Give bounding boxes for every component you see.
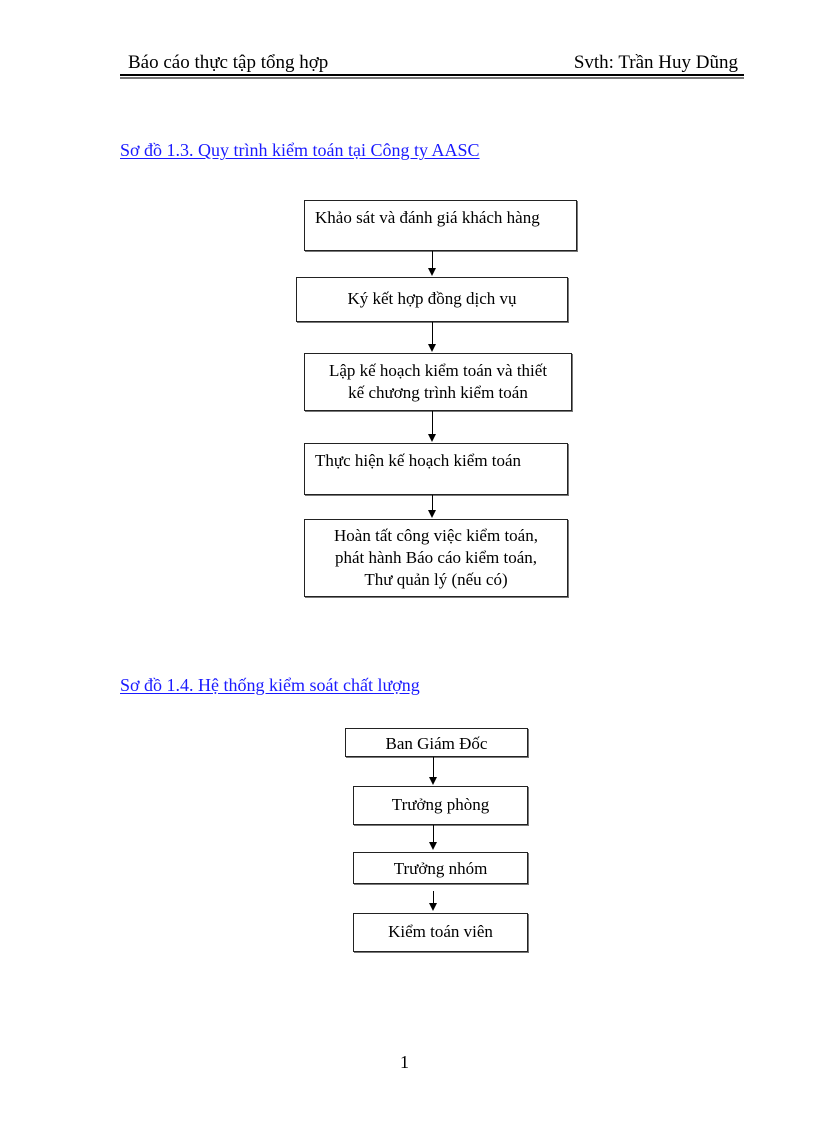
arrow-down-icon	[428, 344, 436, 352]
flow-step-label: Khảo sát và đánh giá khách hàng	[315, 208, 540, 227]
flow-step-survey: Khảo sát và đánh giá khách hàng	[304, 200, 577, 251]
org-box-label: Kiểm toán viên	[388, 922, 493, 941]
header-rule-shadow	[120, 77, 744, 79]
header-rule	[120, 74, 744, 76]
connector-line	[432, 251, 433, 269]
flow-step-label-line2: kế chương trình kiểm toán	[348, 383, 528, 402]
org-box-label: Trưởng phòng	[391, 795, 490, 814]
arrow-down-icon	[428, 268, 436, 276]
org-box-team-leader: Trưởng nhóm	[353, 852, 528, 884]
flow-step-execution: Thực hiện kế hoạch kiểm toán	[304, 443, 568, 495]
flow-step-label-line1: Hoàn tất công việc kiểm toán,	[334, 526, 538, 545]
flow-step-label: Thực hiện kế hoạch kiểm toán	[315, 451, 522, 470]
connector-line	[433, 825, 434, 843]
org-box-label: Ban Giám Đốc	[385, 734, 488, 753]
diagram-1-caption[interactable]: Sơ đồ 1.3. Quy trình kiểm toán tại Công …	[120, 140, 480, 160]
flow-step-label: Ký kết hợp đồng dịch vụ	[347, 289, 517, 308]
header-author: Svth: Trần Huy Dũng	[573, 52, 738, 73]
connector-line	[433, 891, 434, 904]
flow-step-label-line1: Lập kế hoạch kiểm toán và thiết	[328, 361, 548, 380]
diagram-2-caption[interactable]: Sơ đồ 1.4. Hệ thống kiểm soát chất lượng	[120, 675, 420, 695]
flow-step-label-line3: Thư quản lý (nếu có)	[364, 570, 508, 589]
connector-line	[432, 322, 433, 345]
connector-line	[433, 757, 434, 778]
flow-step-planning: Lập kế hoạch kiểm toán và thiết kế chươn…	[304, 353, 572, 411]
flow-step-completion: Hoàn tất công việc kiểm toán, phát hành …	[304, 519, 568, 597]
flow-step-contract: Ký kết hợp đồng dịch vụ	[296, 277, 568, 322]
arrow-down-icon	[428, 434, 436, 442]
flow-step-label-line2: phát hành Báo cáo kiểm toán,	[334, 548, 538, 567]
org-box-board-of-directors: Ban Giám Đốc	[345, 728, 528, 757]
connector-line	[432, 495, 433, 511]
org-box-label: Trưởng nhóm	[393, 859, 488, 878]
arrow-down-icon	[429, 903, 437, 911]
org-box-department-head: Trưởng phòng	[353, 786, 528, 825]
header-title: Báo cáo thực tập tổng hợp	[128, 52, 329, 73]
arrow-down-icon	[429, 842, 437, 850]
org-box-auditor: Kiểm toán viên	[353, 913, 528, 952]
page-number: 1	[400, 1052, 409, 1072]
arrow-down-icon	[429, 777, 437, 785]
arrow-down-icon	[428, 510, 436, 518]
connector-line	[432, 411, 433, 435]
